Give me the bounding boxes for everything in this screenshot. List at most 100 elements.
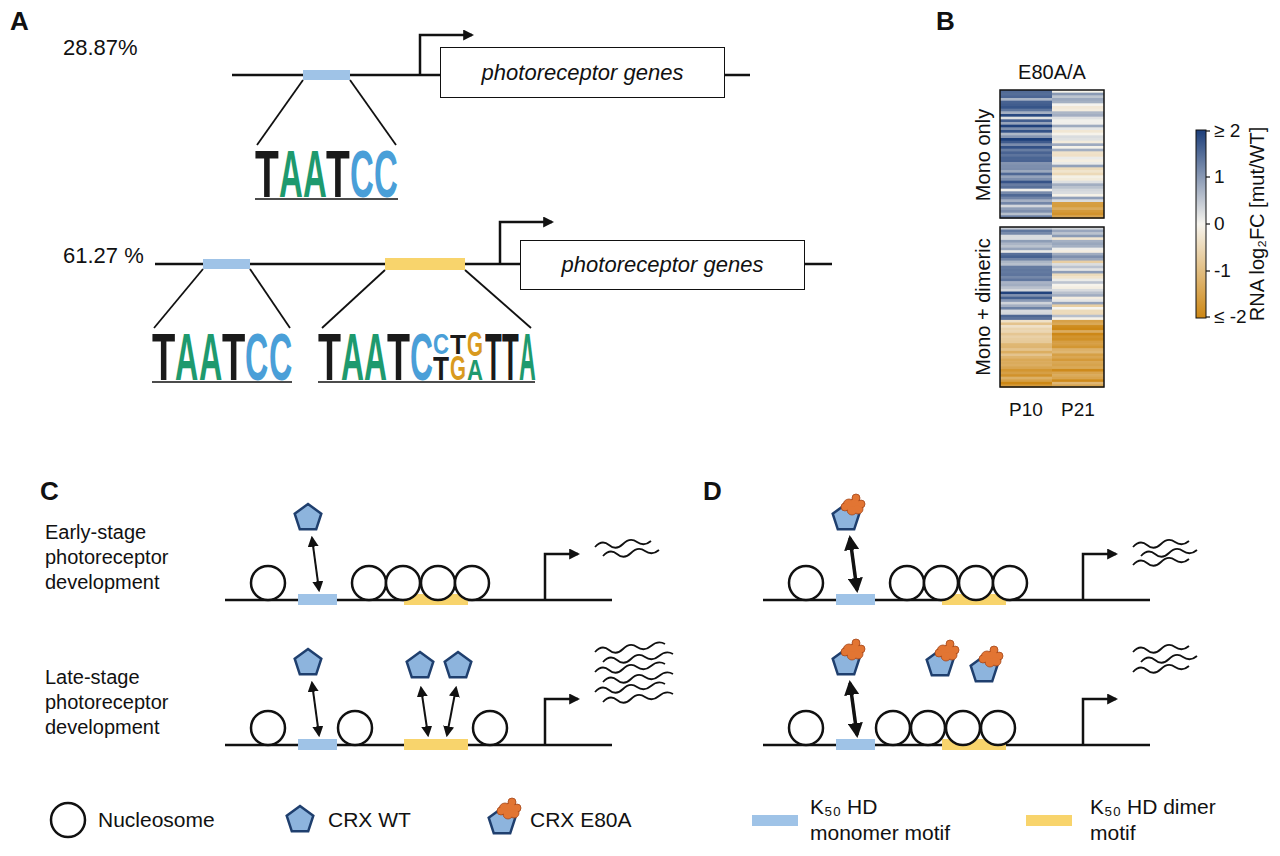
label: P21 xyxy=(1061,399,1095,422)
motif-bar xyxy=(303,70,350,80)
e80a-mutation xyxy=(853,640,859,646)
transcript xyxy=(595,642,665,652)
logo-letter: A xyxy=(341,324,364,390)
nucleosome xyxy=(421,566,455,600)
crx-protein xyxy=(971,656,998,681)
nucleosome xyxy=(473,711,507,745)
promoter-arrow xyxy=(545,554,578,600)
logo-letter: T xyxy=(326,141,350,207)
logo-letter: A xyxy=(303,141,327,207)
motif-bar xyxy=(836,594,875,605)
nucleosome xyxy=(352,566,386,600)
nucleosome xyxy=(890,566,924,600)
e80a-mutation xyxy=(858,646,864,652)
nucleosome xyxy=(924,566,958,600)
motif-bar xyxy=(836,739,875,750)
leader-line xyxy=(154,269,203,328)
motif-bar xyxy=(203,259,250,269)
panel-letter: B xyxy=(936,6,955,37)
logo-letter: C xyxy=(374,141,398,207)
nucleosome xyxy=(981,711,1015,745)
gene-label: photoreceptor genes xyxy=(482,60,684,86)
colorbar-tick xyxy=(1206,176,1210,177)
leader-line xyxy=(250,269,290,328)
promoter-arrow xyxy=(545,699,578,745)
transcript xyxy=(1133,645,1189,653)
nucleosome xyxy=(386,566,420,600)
e80a-mutation xyxy=(996,653,1002,659)
leader-line xyxy=(350,80,396,145)
colorbar xyxy=(1196,130,1206,318)
transcript xyxy=(595,540,651,548)
legend-swatch xyxy=(752,815,798,826)
motif-bar xyxy=(385,258,465,270)
logo-letter: C xyxy=(350,141,374,207)
e80a-mutation xyxy=(848,651,856,659)
panel-letter: C xyxy=(40,476,59,507)
motif-bar xyxy=(298,739,337,750)
legend-text: Nucleosome xyxy=(98,807,215,832)
promoter-arrow xyxy=(1083,554,1116,600)
e80a-mutation xyxy=(853,495,859,501)
logo-letter: T xyxy=(255,141,279,207)
motif-bar xyxy=(298,594,337,605)
transcript xyxy=(1141,549,1197,557)
e80a-mutation xyxy=(980,656,986,662)
nucleosome xyxy=(51,803,85,837)
logo-letter: A xyxy=(467,354,483,384)
percentage: 61.27 % xyxy=(63,243,144,269)
logo-letter: A xyxy=(199,324,222,390)
label: Mono + dimeric xyxy=(971,238,995,375)
logo-letter: G xyxy=(450,350,466,386)
transcript xyxy=(603,692,673,702)
logo-letter: A xyxy=(364,324,387,390)
crx-protein xyxy=(287,806,314,831)
logo-letter: T xyxy=(152,324,175,390)
colorbar-tick xyxy=(1206,130,1210,131)
transcript xyxy=(1141,655,1197,663)
label: Early-stage photoreceptor development xyxy=(45,520,217,595)
binding-arrow xyxy=(421,688,428,735)
crx-protein xyxy=(407,652,434,677)
binding-arrow xyxy=(850,538,857,590)
label: P10 xyxy=(1009,399,1043,422)
colorbar-tick xyxy=(1206,270,1210,271)
nucleosome xyxy=(959,566,993,600)
heatmap-frame xyxy=(1000,227,1104,387)
logo-letter: T xyxy=(222,324,245,390)
panel-letter: D xyxy=(703,476,722,507)
label: Late-stage photoreceptor development xyxy=(45,665,217,740)
nucleosome xyxy=(911,711,945,745)
e80a-mutation xyxy=(504,810,512,818)
gene-box: photoreceptor genes xyxy=(440,47,725,98)
logo-letter: T xyxy=(433,352,449,385)
legend-swatch xyxy=(1026,815,1072,826)
e80a-mutation xyxy=(848,506,856,514)
logo-letter: T xyxy=(387,324,410,390)
gene-label: photoreceptor genes xyxy=(562,252,764,278)
legend-text: K₅₀ HD monomer motif xyxy=(810,794,960,847)
e80a-mutation xyxy=(858,501,864,507)
label: Mono only xyxy=(971,109,995,201)
e80a-mutation xyxy=(942,652,950,660)
logo-letter: C xyxy=(410,324,433,390)
label: E80A/A xyxy=(1018,60,1086,84)
e80a-mutation xyxy=(952,647,958,653)
e80a-mutation xyxy=(936,650,942,656)
e80a-mutation xyxy=(842,504,848,510)
tick-label: ≤ -2 xyxy=(1214,306,1247,329)
crx-protein xyxy=(489,808,516,833)
promoter-arrow xyxy=(1083,699,1116,745)
tick-label: -1 xyxy=(1214,260,1231,283)
nucleosome xyxy=(455,566,489,600)
tick-label: 0 xyxy=(1214,213,1225,236)
nucleosome xyxy=(338,711,372,745)
e80a-mutation xyxy=(514,805,520,811)
percentage: 28.87% xyxy=(63,35,138,61)
legend-text: CRX E80A xyxy=(530,807,632,832)
crx-protein xyxy=(445,652,472,677)
tick-label: 1 xyxy=(1214,166,1225,189)
e80a-mutation xyxy=(947,641,953,647)
nucleosome xyxy=(946,711,980,745)
transcript xyxy=(595,682,665,692)
